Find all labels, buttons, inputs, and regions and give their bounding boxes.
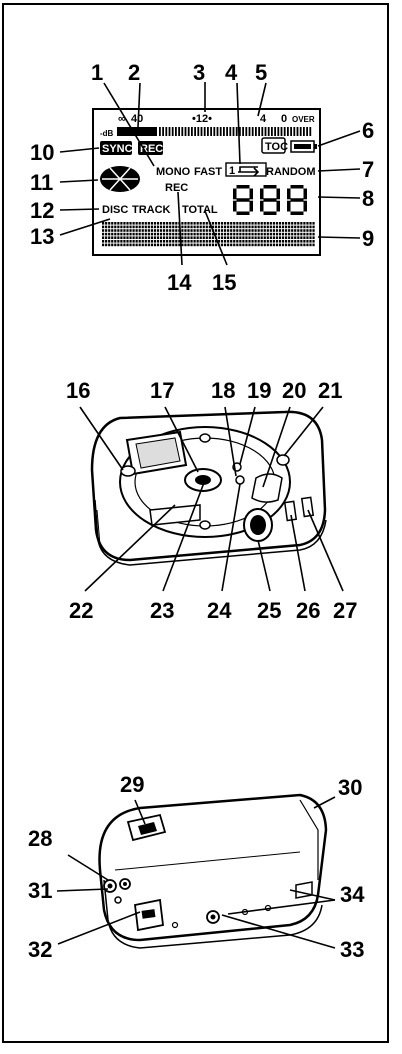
level-meter-ticks bbox=[159, 127, 312, 136]
callout-17: 17 bbox=[150, 378, 174, 403]
callout-4: 4 bbox=[225, 60, 238, 85]
callout-10: 10 bbox=[30, 140, 54, 165]
rec-indicator-text: REC bbox=[165, 182, 188, 194]
callout-28: 28 bbox=[28, 826, 52, 851]
db-label: -dB bbox=[100, 129, 114, 138]
callout-1: 1 bbox=[91, 60, 103, 85]
player-top-view bbox=[90, 410, 327, 566]
callout-29: 29 bbox=[120, 772, 144, 797]
callout-24: 24 bbox=[207, 598, 232, 623]
fast-indicator: FAST bbox=[194, 166, 222, 178]
track-label: TRACK bbox=[132, 204, 171, 216]
random-indicator: RANDOM bbox=[266, 166, 316, 178]
toc-indicator bbox=[261, 137, 286, 154]
callout-33: 33 bbox=[340, 937, 364, 962]
callout-31: 31 bbox=[28, 878, 52, 903]
scale-4: 4 bbox=[260, 113, 267, 125]
callout-21: 21 bbox=[318, 378, 342, 403]
mono-indicator: MONO bbox=[156, 166, 191, 178]
disc-label: DISC bbox=[102, 204, 128, 216]
segment-digits bbox=[233, 185, 307, 215]
rear-view-callout-lines bbox=[56, 796, 336, 949]
lcd-outline bbox=[92, 108, 321, 256]
page-frame bbox=[2, 3, 389, 1043]
callout-27: 27 bbox=[333, 598, 357, 623]
callout-11: 11 bbox=[30, 170, 53, 195]
scale-over: OVER bbox=[292, 115, 315, 124]
scale-0: 0 bbox=[281, 113, 287, 125]
top-view-callout-lines bbox=[79, 406, 344, 592]
repeat-one-label: 1 bbox=[229, 165, 235, 177]
level-meter-solid bbox=[117, 127, 157, 136]
callout-5: 5 bbox=[255, 60, 267, 85]
callout-12: 12 bbox=[30, 198, 54, 223]
disc-icon bbox=[100, 166, 140, 192]
scale-40: 40 bbox=[131, 113, 143, 125]
callout-15: 15 bbox=[212, 270, 236, 295]
callout-19: 19 bbox=[247, 378, 271, 403]
callout-16: 16 bbox=[66, 378, 90, 403]
total-label: TOTAL bbox=[182, 204, 218, 216]
callout-20: 20 bbox=[282, 378, 306, 403]
callout-6: 6 bbox=[362, 118, 374, 143]
callout-25: 25 bbox=[257, 598, 281, 623]
callout-32: 32 bbox=[28, 937, 52, 962]
callout-18: 18 bbox=[211, 378, 235, 403]
repeat-icon: 1 bbox=[225, 162, 267, 177]
toc-label: TOC bbox=[265, 141, 288, 153]
callout-14: 14 bbox=[167, 270, 192, 295]
rec-indicator bbox=[138, 141, 163, 155]
character-display bbox=[102, 222, 315, 247]
scale-infinity: ∞ bbox=[118, 113, 126, 125]
battery-icon bbox=[290, 140, 317, 153]
player-rear-view bbox=[98, 793, 328, 949]
callout-2: 2 bbox=[128, 60, 140, 85]
callout-23: 23 bbox=[150, 598, 174, 623]
callout-8: 8 bbox=[362, 186, 374, 211]
callout-9: 9 bbox=[362, 226, 374, 251]
callout-30: 30 bbox=[338, 775, 362, 800]
callout-22: 22 bbox=[69, 598, 93, 623]
sync-indicator bbox=[100, 141, 132, 155]
lcd-callout-lines bbox=[59, 82, 361, 266]
callout-3: 3 bbox=[193, 60, 205, 85]
callout-34: 34 bbox=[340, 882, 365, 907]
callout-13: 13 bbox=[30, 224, 54, 249]
callout-7: 7 bbox=[362, 157, 374, 182]
callout-26: 26 bbox=[296, 598, 320, 623]
scale-12: •12• bbox=[192, 113, 212, 125]
sync-label: SYNC bbox=[102, 143, 133, 155]
